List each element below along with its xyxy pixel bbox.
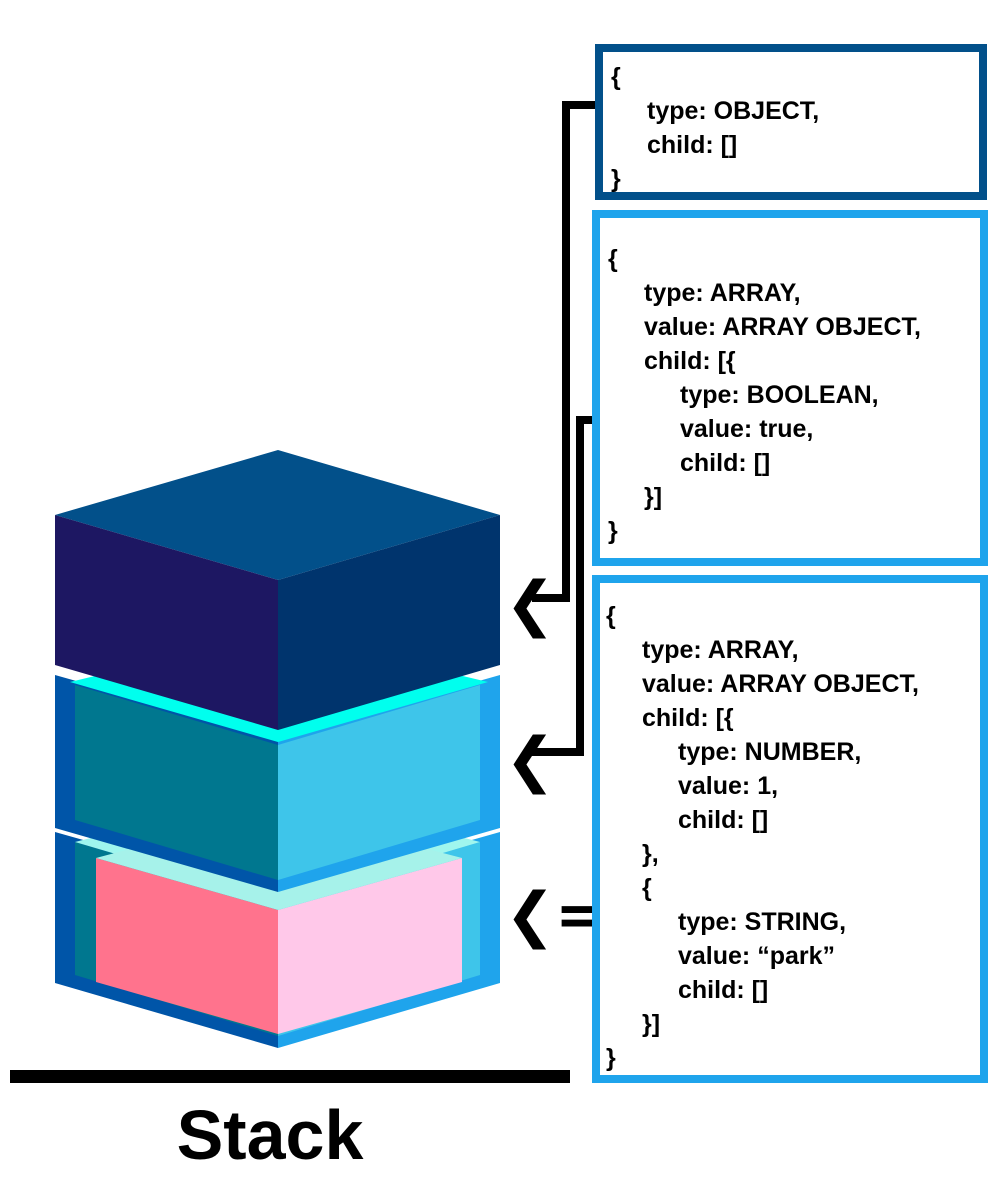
code-line: value: ARRAY OBJECT, bbox=[642, 670, 919, 698]
code-line: child: [] bbox=[678, 806, 769, 834]
code-line: child: [] bbox=[647, 131, 738, 159]
top-block-left-face bbox=[55, 515, 278, 730]
middle-array-code-box: { type: ARRAY, value: ARRAY OBJECT, child: … bbox=[592, 210, 988, 566]
code-line: value: ARRAY OBJECT, bbox=[644, 313, 921, 341]
code-line: }] bbox=[644, 483, 663, 511]
code-line: value: “park” bbox=[678, 942, 836, 970]
mid-pointer-glyph: ❮ bbox=[505, 725, 555, 795]
code-line: { bbox=[611, 63, 621, 91]
code-line: }] bbox=[642, 1010, 661, 1038]
code-line: child: [] bbox=[678, 976, 769, 1004]
code-line: type: STRING, bbox=[678, 908, 847, 936]
code-line: }, bbox=[642, 840, 659, 868]
bottom-array-code-box: { type: ARRAY, value: ARRAY OBJECT, child: … bbox=[592, 575, 988, 1083]
middle-block-inner-right bbox=[278, 685, 480, 880]
middle-block-inner-left bbox=[75, 685, 278, 880]
code-line: type: BOOLEAN, bbox=[680, 381, 879, 409]
code-line: } bbox=[608, 517, 618, 545]
code-line: value: 1, bbox=[678, 772, 779, 800]
code-line: { bbox=[642, 874, 652, 902]
code-line: } bbox=[611, 165, 621, 193]
bottom-pointer-glyph: ❮= bbox=[505, 880, 606, 950]
mid-connector-line bbox=[532, 416, 596, 756]
code-line: } bbox=[606, 1044, 616, 1072]
code-line: child: [{ bbox=[644, 347, 736, 375]
code-line: type: NUMBER, bbox=[678, 738, 862, 766]
code-line: type: OBJECT, bbox=[647, 97, 820, 125]
code-line: child: [{ bbox=[642, 704, 734, 732]
top-block-right-face bbox=[278, 515, 500, 730]
code-line: { bbox=[606, 602, 616, 630]
code-line: { bbox=[608, 245, 618, 273]
bottom-block-pink-left bbox=[96, 858, 278, 1034]
stack-baseline bbox=[10, 1070, 570, 1083]
code-line: type: ARRAY, bbox=[644, 279, 801, 307]
top-connector-line bbox=[532, 101, 598, 602]
stack-label: Stack bbox=[176, 1096, 364, 1174]
connectors bbox=[532, 101, 598, 756]
code-line: child: [] bbox=[680, 449, 771, 477]
top-pointer-glyph: ❮ bbox=[505, 569, 555, 639]
code-line: type: ARRAY, bbox=[642, 636, 799, 664]
bottom-block-pink-right bbox=[278, 858, 462, 1034]
top-object-code-box: { type: OBJECT, child: []} bbox=[595, 44, 987, 200]
middle-stack-block bbox=[55, 632, 500, 892]
top-stack-block bbox=[55, 450, 500, 730]
top-block-top-face bbox=[55, 450, 500, 580]
code-line: value: true, bbox=[680, 415, 814, 443]
